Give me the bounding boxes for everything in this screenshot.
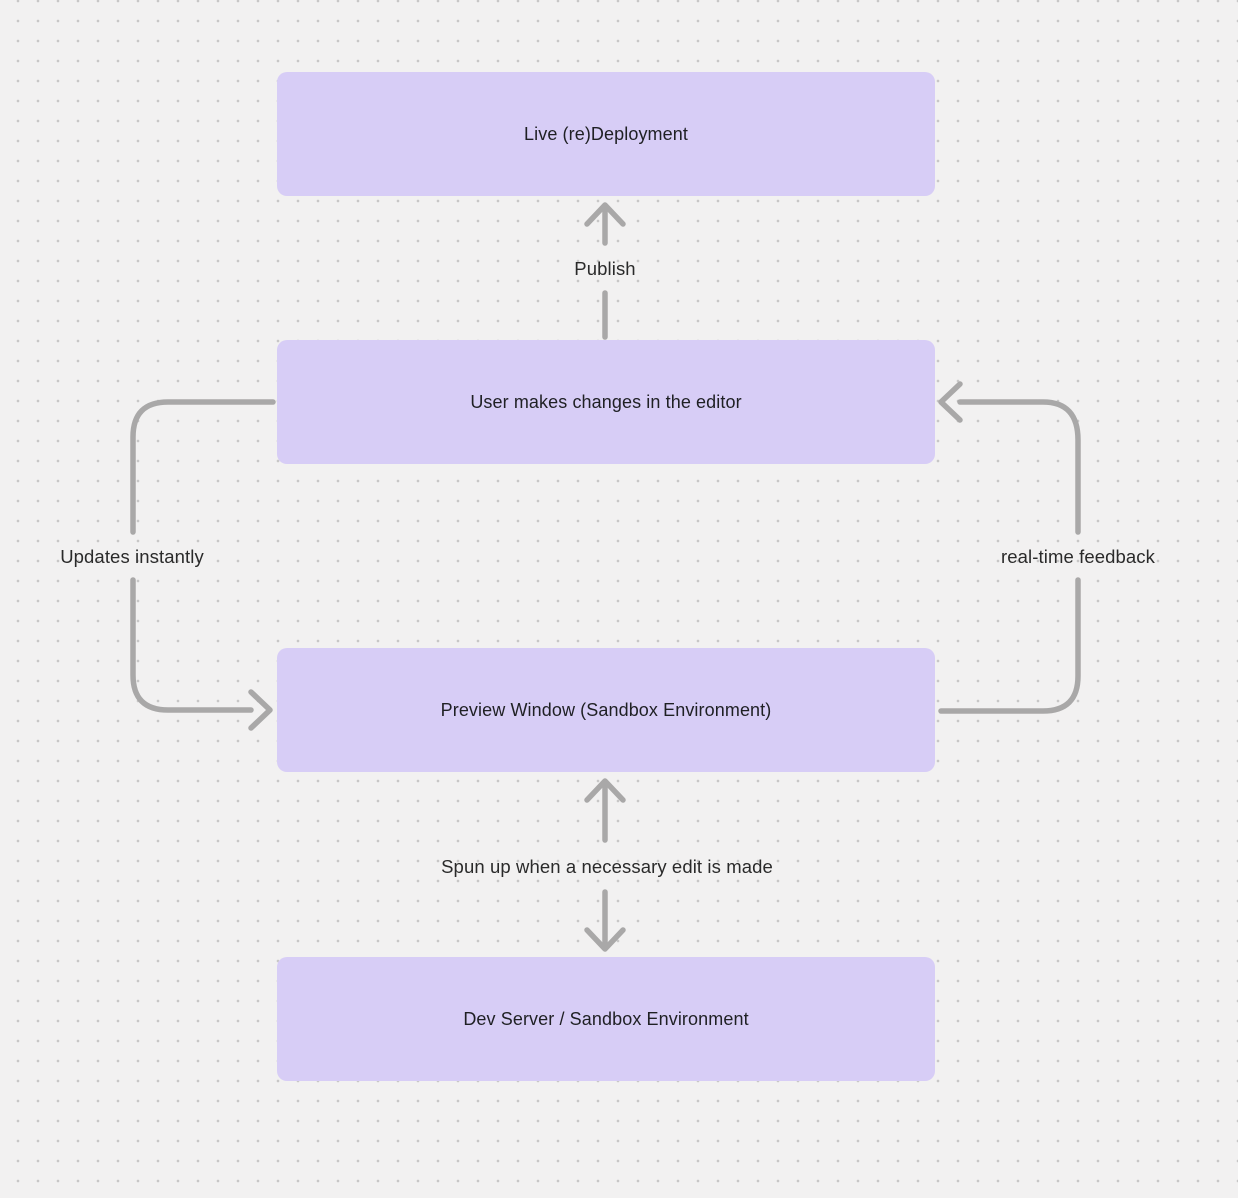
edge-label-spun-up: Spun up when a necessary edit is made [441,856,773,877]
edge-label-publish: Publish [574,258,636,279]
node-label: Live (re)Deployment [524,123,688,144]
edge-feedback-line-upper [957,399,1081,535]
node-user-editor: User makes changes in the editor [277,340,935,464]
node-dev-server: Dev Server / Sandbox Environment [277,957,935,1081]
arrowhead-up-icon [584,778,626,803]
node-live-redeployment: Live (re)Deployment [277,72,935,196]
edge-feedback-line-lower [938,577,1081,714]
edge-updates-line-lower [130,577,254,713]
node-label: Dev Server / Sandbox Environment [463,1008,749,1029]
node-preview-window: Preview Window (Sandbox Environment) [277,648,935,772]
node-label: Preview Window (Sandbox Environment) [440,699,772,720]
edge-label-updates-instantly: Updates instantly [60,546,204,567]
edge-updates-line-upper [130,399,276,535]
arrowhead-right-icon [248,689,273,731]
edge-label-real-time-feedback: real-time feedback [1001,546,1155,567]
arrowhead-up-icon [584,202,626,227]
node-label: User makes changes in the editor [470,391,742,412]
arrowhead-down-icon [584,927,626,952]
arrowhead-left-icon [938,381,963,423]
